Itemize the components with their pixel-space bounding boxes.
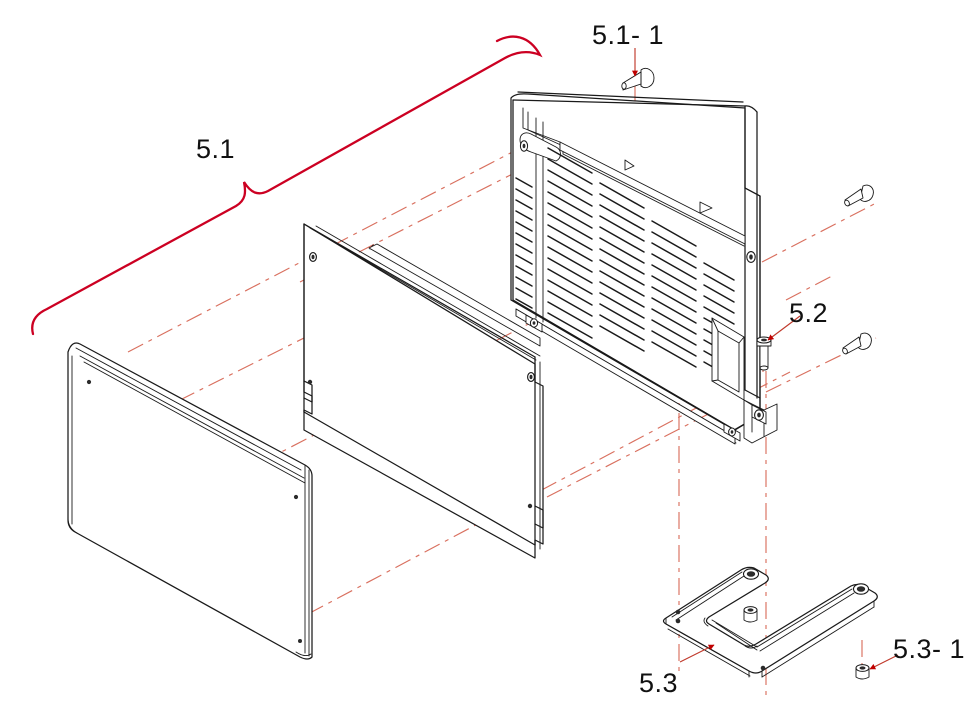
callout-5-3: 5.3: [639, 668, 679, 698]
bracket-hole-top: [742, 568, 760, 580]
pan-head-screw-right-lower: [842, 332, 872, 355]
vent-column-1: [515, 177, 533, 309]
vent-column-4: [651, 220, 697, 368]
chassis-hole-right: [746, 251, 756, 263]
assembly-brace-5-1: [31, 35, 543, 336]
front-cover-panel: [67, 342, 313, 660]
callout-5-3-1: 5.3- 1: [893, 634, 966, 664]
bracket-nut-center: [743, 606, 758, 623]
shoulder-pin: [756, 336, 772, 371]
callout-5-1: 5.1: [196, 134, 236, 164]
connector-cutout: [711, 317, 745, 401]
bracket-hole-right: [852, 583, 870, 595]
chassis-foot-left: [525, 314, 543, 333]
vent-column-3: [599, 182, 645, 352]
lock-nut: [855, 664, 870, 680]
leader-lines: [632, 48, 899, 670]
chassis-foot-right: [743, 399, 778, 444]
vent-column-2: [547, 147, 593, 339]
chassis-foot-bottom-left: [723, 423, 741, 442]
pan-head-screw-top: [621, 67, 655, 91]
callout-5-2: 5.2: [789, 298, 829, 328]
mounting-bracket: [662, 566, 878, 678]
callout-5-1-1: 5.1- 1: [592, 20, 665, 50]
inner-divider-plate: [303, 223, 544, 559]
vented-rear-chassis: [510, 91, 778, 445]
pan-head-screw-right-upper: [844, 184, 874, 207]
